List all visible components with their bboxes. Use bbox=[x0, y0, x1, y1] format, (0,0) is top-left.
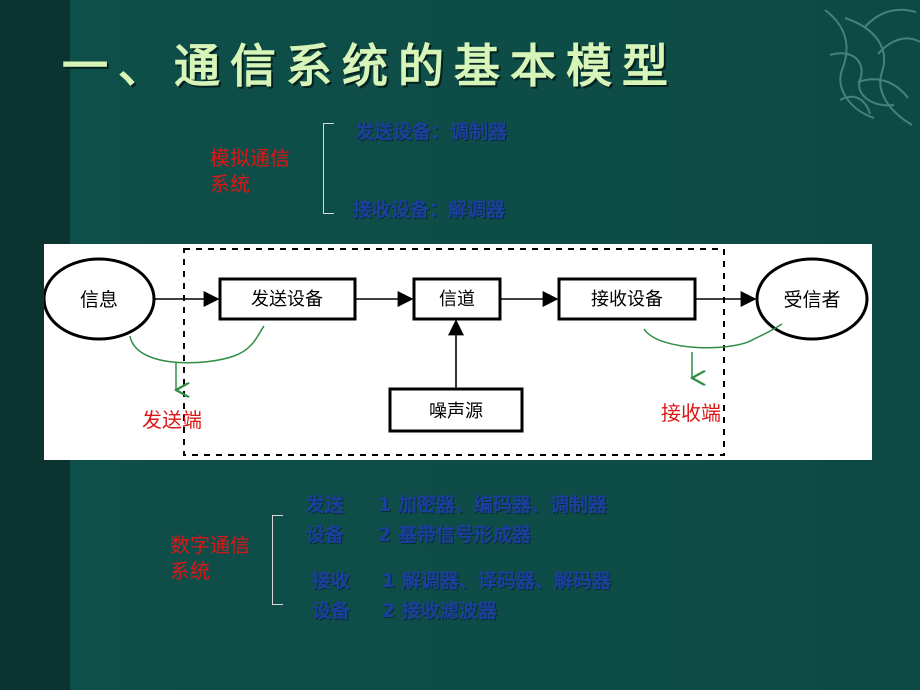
digital-receive-device-items: 1 解调器、译码器、解码器 2 接收滤波器 bbox=[382, 570, 611, 622]
digital-send-device-label: 发送 设备 bbox=[306, 494, 345, 546]
receive-end-bracket bbox=[643, 323, 783, 349]
receiver-node bbox=[755, 257, 869, 341]
channel-node bbox=[412, 277, 502, 321]
system-dashed-boundary bbox=[183, 248, 725, 456]
message-label: 信息 bbox=[80, 289, 118, 311]
sender-device-label: 发送设备 bbox=[251, 289, 323, 310]
digital-system-label: 数字通信 系统 bbox=[170, 533, 250, 583]
send-end-label: 发送端 bbox=[142, 408, 202, 432]
receiver-label: 受信者 bbox=[783, 289, 840, 311]
analog-send-device-text: 发送设备：调制器 bbox=[355, 121, 508, 143]
analog-system-brace bbox=[323, 123, 334, 214]
digital-system-brace bbox=[272, 515, 283, 605]
receiver-device-label: 接收设备 bbox=[591, 289, 663, 310]
receive-end-label: 接收端 bbox=[661, 401, 721, 425]
digital-receive-device-label: 接收 设备 bbox=[312, 570, 351, 622]
receiver-device-node bbox=[557, 277, 697, 321]
channel-label: 信道 bbox=[439, 289, 475, 310]
page-title: 一、通信系统的基本模型 bbox=[62, 39, 678, 93]
send-end-bracket bbox=[129, 325, 265, 364]
analog-system-label: 模拟通信 系统 bbox=[210, 146, 290, 196]
digital-send-device-items: 1 加密器、编码器、调制器 2 基带信号形成器 bbox=[378, 494, 607, 546]
decorative-ornament-icon bbox=[824, 8, 920, 126]
noise-source-label: 噪声源 bbox=[429, 401, 483, 422]
analog-receive-device-text: 接收设备：解调器 bbox=[353, 199, 506, 221]
communication-model-diagram: 信息 发送设备 信道 接收设备 受信者 噪声源 发送端 接收端 bbox=[42, 244, 872, 460]
